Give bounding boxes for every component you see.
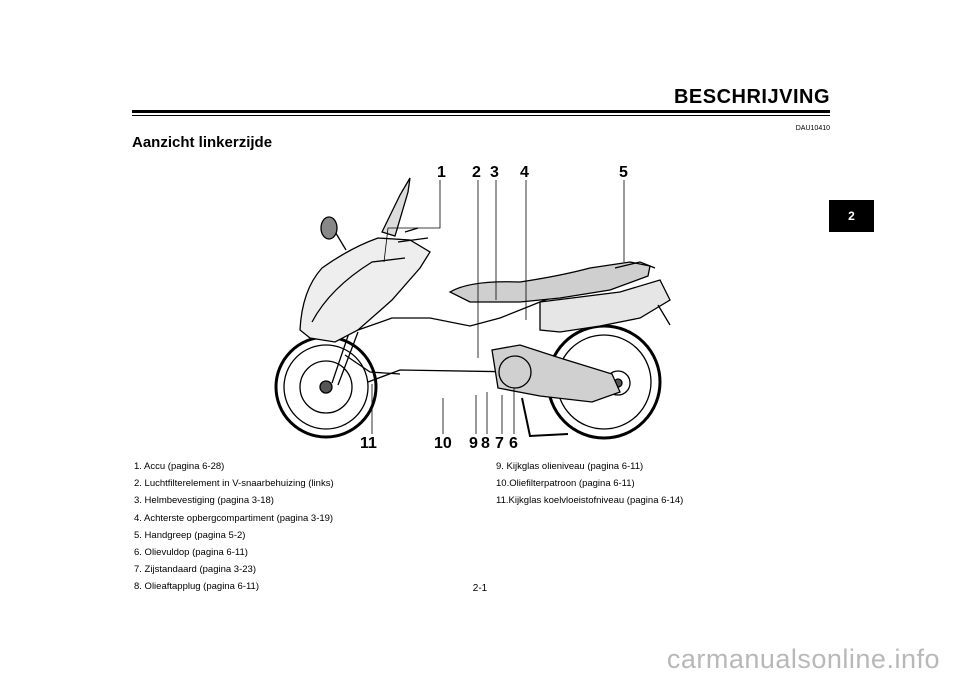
callout-3: 3 (490, 164, 499, 181)
callout-10: 10 (434, 435, 452, 452)
legend-item: 6. Olievuldop (pagina 6-11) (134, 547, 248, 559)
handlebar (397, 227, 429, 243)
chapter-tab[interactable]: 2 (829, 200, 874, 232)
header-title: BESCHRIJVING (673, 86, 830, 108)
legend-item: 11.Kijkglas koelvloeistofniveau (pagina … (496, 495, 684, 507)
callout-9: 9 (469, 435, 478, 452)
seat (448, 261, 651, 303)
legend-item: 3. Helmbevestiging (pagina 3-18) (134, 495, 274, 507)
callout-2: 2 (472, 164, 481, 181)
engine-cover (498, 355, 532, 389)
section-title: Aanzicht linkerzijde (132, 134, 273, 151)
side-stand (521, 397, 569, 438)
watermark: carmanualsonline.info (666, 644, 940, 674)
callout-8: 8 (481, 435, 490, 452)
mirror (320, 216, 338, 240)
grab-handle (614, 261, 671, 326)
header-rule-thin (132, 115, 830, 116)
callout-7: 7 (495, 435, 504, 452)
windscreen (381, 177, 411, 237)
legend-item: 1. Accu (pagina 6-28) (134, 461, 225, 472)
legend-right: 9. Kijkglas olieniveau (pagina 6-11) 10.… (496, 458, 683, 510)
callout-5: 5 (619, 164, 628, 181)
legend-item: 9. Kijkglas olieniveau (pagina 6-11) (496, 461, 644, 472)
legend-item: 7. Zijstandaard (pagina 3-23) (134, 564, 256, 576)
rear-body (539, 279, 671, 333)
legend-item: 4. Achterste opbergcompartiment (pagina … (134, 512, 334, 524)
legend-item: 8. Olieaftapplug (pagina 6-11) (134, 581, 259, 593)
front-fork (331, 329, 359, 386)
legend-item: 10.Oliefilterpatroon (pagina 6-11) (496, 478, 635, 490)
legend-left: 1. Accu (pagina 6-28) 2. Luchtfilterelem… (134, 458, 334, 596)
legend-item: 5. Handgreep (pagina 5-2) (134, 529, 246, 541)
callout-6: 6 (509, 435, 518, 452)
front-fairing (299, 237, 431, 343)
callout-1: 1 (437, 164, 446, 181)
callout-4: 4 (520, 164, 529, 181)
header-rule (132, 110, 830, 113)
callout-11: 11 (360, 435, 377, 452)
leader-lines (371, 180, 625, 434)
page-number: 2-1 (472, 583, 488, 594)
legend-item: 2. Luchtfilterelement in V-snaarbehuizin… (134, 478, 334, 490)
front-wheel (274, 335, 378, 439)
document-code: DAU10410 (795, 125, 830, 132)
